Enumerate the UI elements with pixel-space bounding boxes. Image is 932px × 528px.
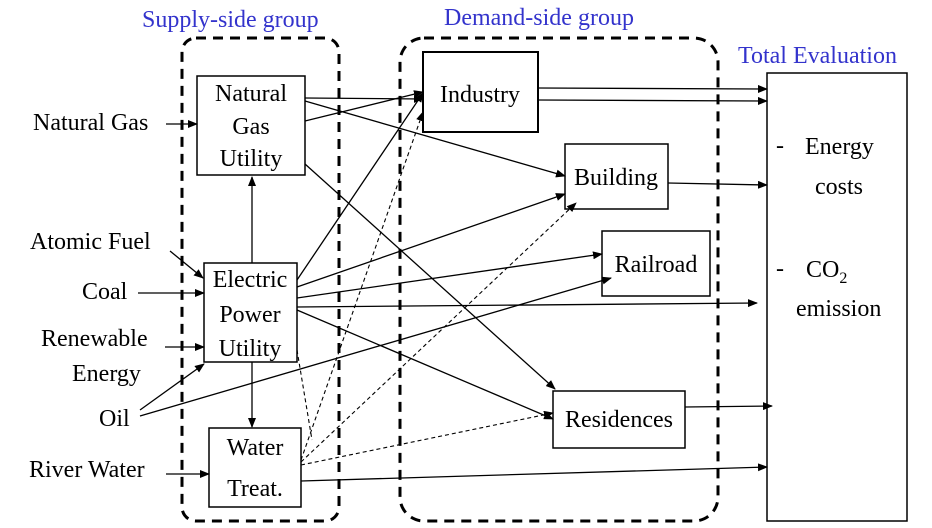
supply-group-box	[180, 36, 341, 523]
arrow-ng-industry-1	[304, 94, 424, 103]
ng-utility-label-2: Gas	[232, 114, 269, 140]
dashed-ep-water	[296, 349, 313, 441]
residences-label: Residences	[565, 407, 673, 433]
arrow-water-total	[300, 463, 768, 482]
water-treat-label-1: Water	[227, 435, 284, 461]
label-natural-gas: Natural Gas	[33, 110, 148, 136]
label-coal: Coal	[82, 279, 128, 305]
co2-emission-line-2: emission	[796, 296, 881, 322]
energy-costs-line-2: costs	[815, 174, 863, 200]
co2-label: CO2	[806, 257, 847, 287]
dashed-water-residences	[300, 410, 554, 466]
dashed-water-industry	[300, 111, 424, 461]
ep-utility-label-3: Utility	[219, 336, 282, 362]
arrow-ep-industry	[296, 92, 424, 281]
supply-group-title: Supply-side group	[142, 7, 319, 33]
arrow-building-total	[667, 180, 768, 189]
industry-label: Industry	[440, 82, 520, 108]
building-box	[564, 143, 669, 210]
residences-box	[552, 390, 686, 449]
arrow-ng-industry-2	[304, 90, 424, 122]
water-treat-box	[208, 427, 302, 508]
total-evaluation-title: Total Evaluation	[738, 43, 897, 69]
arrow-ng-residences	[304, 163, 556, 390]
energy-costs-line-1: Energy	[805, 134, 874, 160]
arrow-atomic-fuel	[169, 250, 204, 279]
ep-utility-label-1: Electric	[213, 267, 288, 293]
ng-utility-box	[196, 75, 306, 176]
ng-utility-label-3: Utility	[220, 146, 283, 172]
ep-utility-label-2: Power	[219, 302, 280, 328]
label-river-water: River Water	[29, 457, 145, 483]
water-treat-label-2: Treat.	[227, 476, 283, 502]
dashed-water-building	[300, 202, 577, 463]
label-atomic-fuel: Atomic Fuel	[30, 229, 151, 255]
label-energy: Energy	[72, 361, 141, 387]
demand-group-title: Demand-side group	[444, 5, 634, 31]
ng-utility-label-1: Natural	[215, 81, 287, 107]
label-renewable: Renewable	[41, 326, 148, 352]
arrow-oil-ep	[139, 363, 205, 411]
label-oil: Oil	[99, 406, 130, 432]
arrow-ng-building	[304, 100, 566, 178]
arrow-ep-total	[296, 299, 758, 308]
industry-box	[422, 51, 539, 133]
total-evaluation-box	[766, 72, 908, 522]
arrow-residences-total	[684, 402, 773, 411]
co2-dash: -	[776, 256, 784, 282]
co2-subscript: 2	[839, 270, 847, 287]
arrow-ep-residences	[296, 309, 554, 420]
arrow-ep-building	[296, 193, 566, 288]
energy-costs-dash: -	[776, 133, 784, 159]
ep-utility-box	[203, 262, 298, 363]
building-label: Building	[574, 165, 658, 191]
arrow-industry-total-1	[537, 84, 768, 93]
railroad-box	[601, 230, 711, 297]
arrow-oil-railroad	[139, 276, 612, 417]
arrow-ep-railroad	[296, 251, 603, 299]
railroad-label: Railroad	[615, 252, 698, 278]
arrow-industry-total-2	[537, 96, 768, 105]
